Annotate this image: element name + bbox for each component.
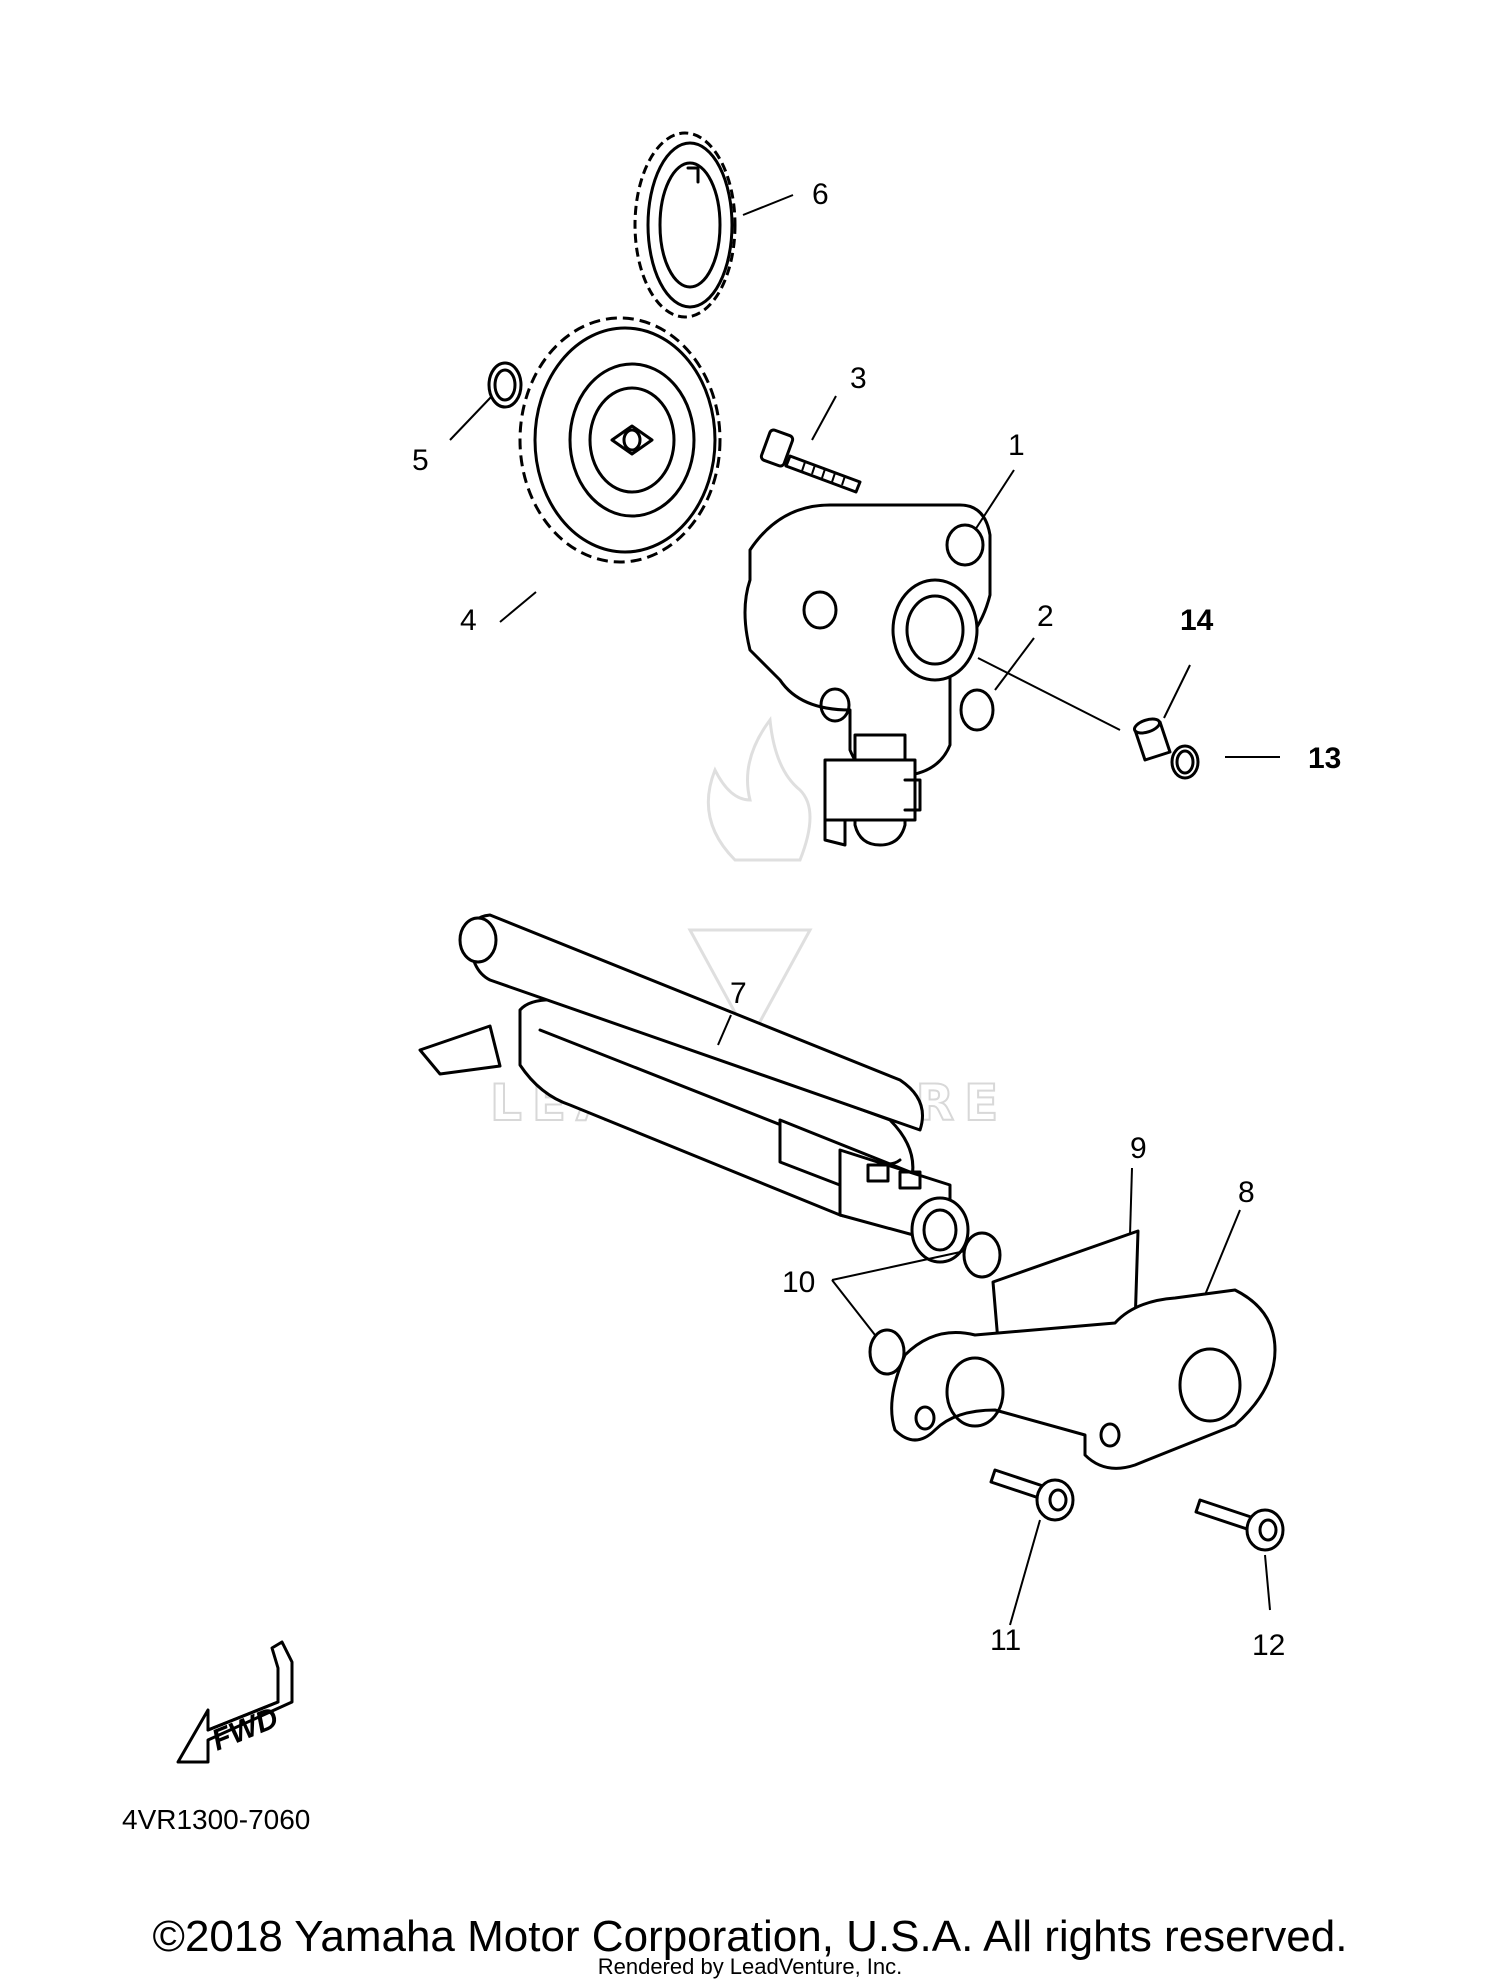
callout-13: 13: [1308, 742, 1341, 775]
fwd-arrow: FWD: [176, 1640, 294, 1764]
part-6-drive-gear: [633, 131, 737, 319]
callout-4: 4: [460, 604, 477, 637]
part-10-o-rings: [868, 1231, 1002, 1376]
callout-11: 11: [990, 1624, 1021, 1657]
callout-3: 3: [850, 362, 867, 395]
leader-lines: [449, 194, 1280, 1626]
alignment-line: [977, 657, 1121, 731]
drawing-code: 4VR1300-7060: [122, 1804, 311, 1835]
part-1-oil-pump: [743, 503, 992, 847]
callout-2: 2: [1037, 600, 1054, 633]
part-4-driven-gear: [518, 316, 722, 564]
part-8-delivery-pipe: [890, 1288, 1277, 1470]
part-3-bolt: [759, 428, 862, 494]
callout-5: 5: [412, 444, 429, 477]
callout-1: 1: [1008, 429, 1025, 462]
callout-7: 7: [730, 977, 747, 1010]
callout-12: 12: [1252, 1629, 1285, 1662]
part-11-bolt: [989, 1468, 1075, 1522]
copyright-notice: ©2018 Yamaha Motor Corporation, U.S.A. A…: [152, 1912, 1348, 1961]
callout-8: 8: [1238, 1176, 1255, 1209]
part-2-o-ring: [959, 688, 995, 732]
part-12-bolt: [1194, 1498, 1285, 1552]
watermark-logo: [687, 716, 813, 1044]
part-7-oil-strainer: [418, 913, 970, 1264]
callout-10: 10: [782, 1266, 815, 1299]
part-13-o-ring: [1170, 744, 1200, 780]
callout-14: 14: [1180, 604, 1214, 637]
rendered-by-notice: Rendered by LeadVenture, Inc.: [597, 1954, 903, 1979]
part-5-circlip: [487, 361, 523, 409]
callout-6: 6: [812, 178, 829, 211]
fwd-label: FWD: [207, 1701, 283, 1757]
callout-9: 9: [1130, 1132, 1147, 1165]
part-14-dowel-pin: [1132, 717, 1172, 762]
